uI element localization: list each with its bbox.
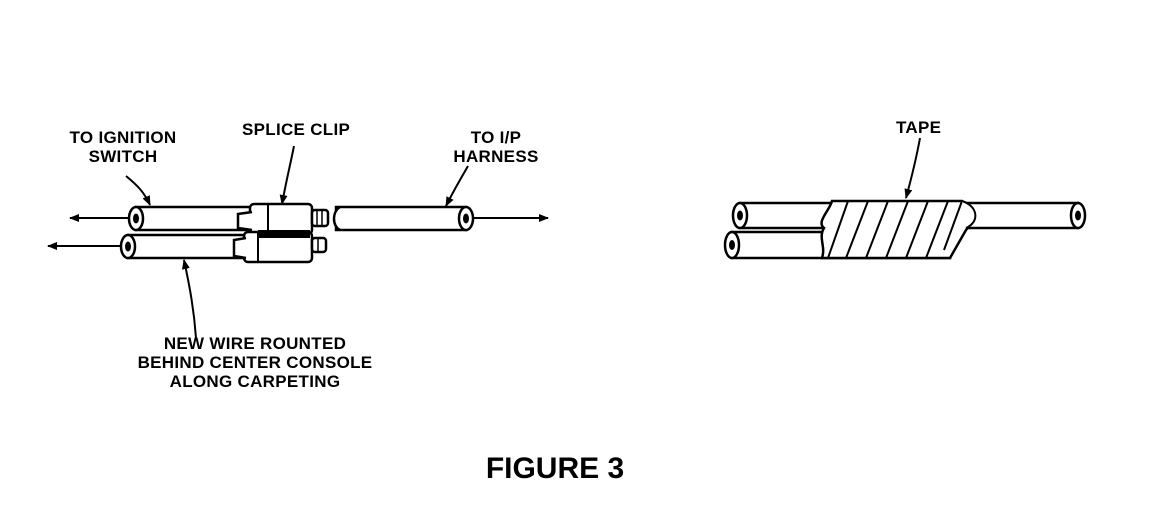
left-splice-assembly [119,202,475,264]
label-splice-clip: SPLICE CLIP [242,120,351,139]
label-to-ip-line1: TO I/P [470,128,522,147]
direction-arrows-left [47,214,549,250]
label-new-wire-line2: BEHIND CENTER CONSOLE [137,353,373,372]
label-new-wire: NEW WIRE ROUNTED BEHIND CENTER CONSOLE A… [100,334,410,391]
label-to-ip-line2: HARNESS [453,147,539,166]
label-to-ip: TO I/P HARNESS [436,128,556,166]
label-new-wire-line3: ALONG CARPETING [169,372,341,391]
figure-caption: FIGURE 3 [485,452,625,485]
label-tape: TAPE [896,118,942,137]
splice-clip-body [232,202,330,264]
label-to-ignition-line1: TO IGNITION [69,128,177,147]
label-to-ignition-line2: SWITCH [88,147,158,166]
lower-wire-new [119,233,250,260]
label-new-wire-line1: NEW WIRE ROUNTED [163,334,347,353]
wire-to-ip-harness [332,205,475,232]
label-to-ignition: TO IGNITION SWITCH [48,128,198,166]
leader-arrows [125,137,921,339]
right-taped-wires [723,199,1087,260]
tape-wrap [820,199,977,260]
